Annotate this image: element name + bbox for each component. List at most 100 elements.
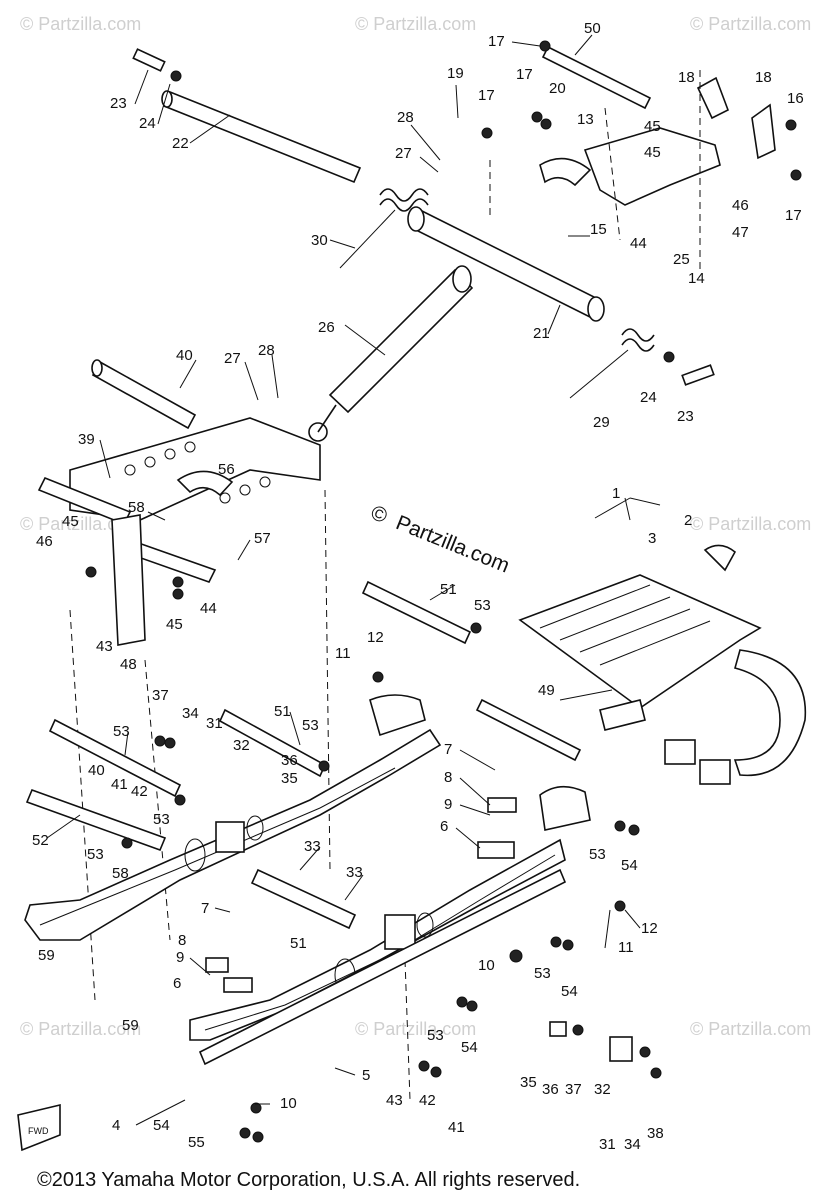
callout-label: 11 — [618, 939, 634, 956]
callout-label: 10 — [478, 957, 495, 974]
callout-label: 12 — [367, 629, 384, 646]
callout-label: 45 — [166, 616, 183, 633]
callout-label: 17 — [488, 33, 505, 50]
callout-label: 41 — [448, 1119, 465, 1136]
callout-label: 45 — [644, 144, 661, 161]
watermark: © Partzilla.com — [690, 14, 811, 34]
callout-label: 56 — [218, 461, 235, 478]
callout-label: 50 — [584, 20, 601, 37]
callout-label: 57 — [254, 530, 271, 547]
callout-label: 51 — [274, 703, 291, 720]
callout-label: 9 — [176, 949, 184, 966]
callout-label: 35 — [520, 1074, 537, 1091]
callout-label: 53 — [589, 846, 606, 863]
callout-label: 10 — [280, 1095, 297, 1112]
callout-label: 8 — [178, 932, 186, 949]
callout-label: 34 — [624, 1136, 641, 1153]
fwd-marker: FWD — [17, 1103, 61, 1152]
callout-label: 23 — [677, 408, 694, 425]
callout-label: 33 — [304, 838, 321, 855]
rear-track-section — [518, 497, 807, 785]
callout-label: 53 — [302, 717, 319, 734]
callout-label: 18 — [755, 69, 772, 86]
leader-lines — [46, 34, 641, 1126]
watermark: © Partzilla.com — [355, 14, 476, 34]
callout-label: 53 — [427, 1027, 444, 1044]
callout-label: 29 — [593, 414, 610, 431]
callout-label: 30 — [311, 232, 328, 249]
callout-label: 43 — [96, 638, 113, 655]
callout-label: 4 — [112, 1117, 120, 1134]
callout-label: 54 — [153, 1117, 170, 1134]
callout-label: 32 — [594, 1081, 611, 1098]
callout-label: 47 — [732, 224, 749, 241]
callout-label: 32 — [233, 737, 250, 754]
callout-label: 43 — [386, 1092, 403, 1109]
callout-label: 36 — [281, 752, 298, 769]
center-watermark: © Partzilla.com — [368, 501, 513, 577]
callout-label: 11 — [335, 645, 351, 662]
callout-label: 27 — [224, 350, 241, 367]
watermark: © Partzilla.com — [20, 1019, 141, 1039]
watermark: © Partzilla.com — [690, 1019, 811, 1039]
callout-label: 8 — [444, 769, 452, 786]
callout-label: 7 — [444, 741, 452, 758]
callout-label: 24 — [640, 389, 657, 406]
callout-label: 54 — [621, 857, 638, 874]
callout-label: 21 — [533, 325, 550, 342]
hardware-glyphs — [85, 40, 802, 1143]
callout-label: 6 — [173, 975, 181, 992]
callout-label: 14 — [688, 270, 705, 287]
callout-label: 1 — [612, 485, 620, 502]
callout-label: 51 — [290, 935, 307, 952]
callout-label: 28 — [397, 109, 414, 126]
callout-label: 15 — [590, 221, 607, 238]
rear-upper-shaft-assembly — [132, 45, 776, 442]
callout-label: 58 — [112, 865, 129, 882]
callout-label: 36 — [542, 1081, 559, 1098]
callout-label: 22 — [172, 135, 189, 152]
callout-label: 34 — [182, 705, 199, 722]
callout-label: 33 — [346, 864, 363, 881]
callout-label: 53 — [474, 597, 491, 614]
callout-label: 3 — [648, 530, 656, 547]
callout-label: 53 — [113, 723, 130, 740]
callout-label: 42 — [131, 783, 148, 800]
callout-label: 17 — [478, 87, 495, 104]
callout-label: 18 — [678, 69, 695, 86]
callout-label: 40 — [176, 347, 193, 364]
callout-label: 52 — [32, 832, 49, 849]
callout-label: 41 — [111, 776, 128, 793]
callout-label: 35 — [281, 770, 298, 787]
callout-label: 55 — [188, 1134, 205, 1151]
callout-label: 46 — [732, 197, 749, 214]
callout-label: 20 — [549, 80, 566, 97]
callout-label: 7 — [201, 900, 209, 917]
callout-label: 31 — [206, 715, 223, 732]
callout-label: 42 — [419, 1092, 436, 1109]
fwd-marker-text: FWD — [28, 1126, 49, 1136]
callout-label: 13 — [577, 111, 594, 128]
callout-label: 12 — [641, 920, 658, 937]
callout-label: 17 — [516, 66, 533, 83]
callout-label: 27 — [395, 145, 412, 162]
callout-label: 59 — [38, 947, 55, 964]
callout-label: 37 — [565, 1081, 582, 1098]
callout-label: 40 — [88, 762, 105, 779]
watermark: © Partzilla.com — [690, 514, 811, 534]
front-arm-assembly — [37, 359, 411, 1101]
callout-label: 6 — [440, 818, 448, 835]
center-watermark-mark: © — [368, 501, 391, 528]
center-watermark-text: Partzilla.com — [393, 511, 513, 577]
callout-label: 26 — [318, 319, 335, 336]
slide-rails — [24, 580, 591, 1066]
callout-label: 23 — [110, 95, 127, 112]
callout-label: 38 — [647, 1125, 664, 1142]
callout-label: 37 — [152, 687, 169, 704]
callout-label: 39 — [78, 431, 95, 448]
callout-label: 54 — [561, 983, 578, 1000]
callout-label: 46 — [36, 533, 53, 550]
callout-label: 53 — [87, 846, 104, 863]
callout-label: 5 — [362, 1067, 370, 1084]
